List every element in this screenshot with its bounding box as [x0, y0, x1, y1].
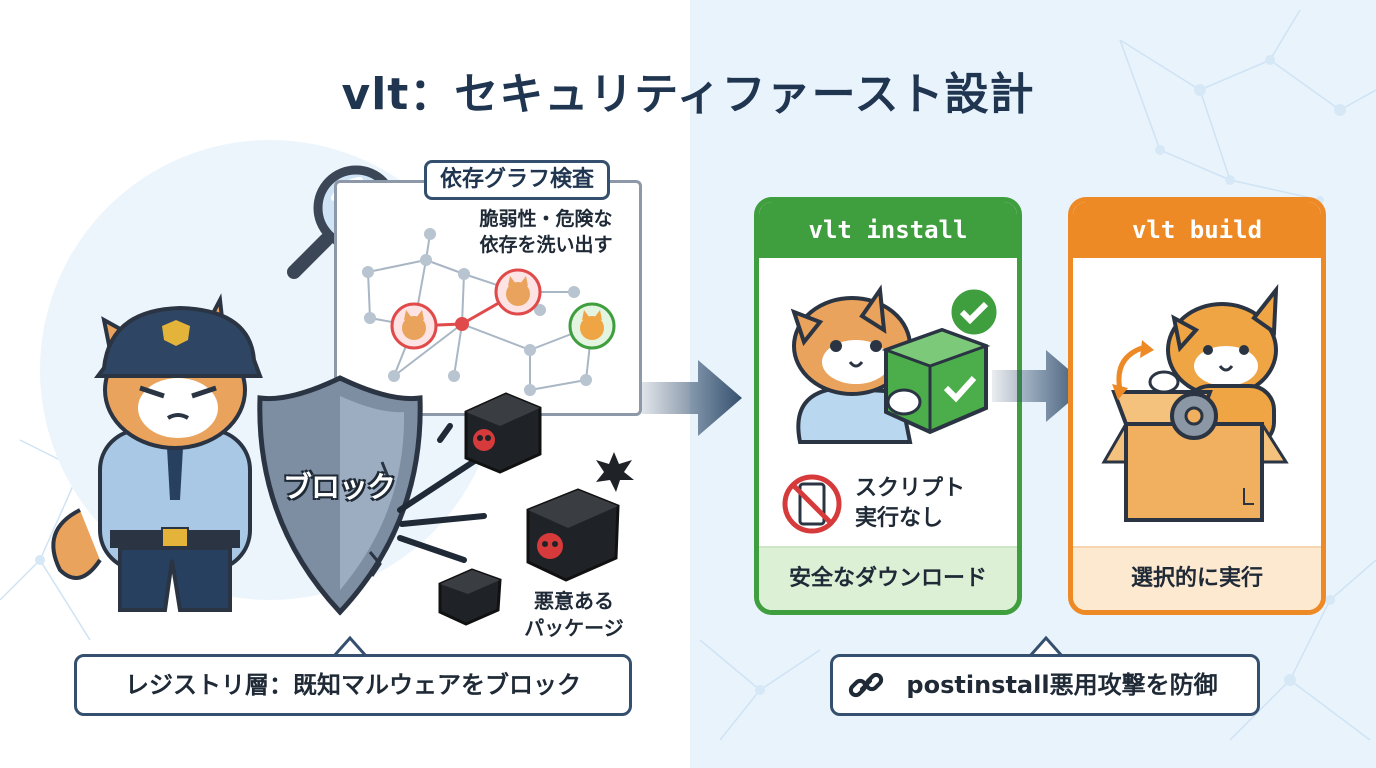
- malicious-package-label: 悪意ある パッケージ: [504, 588, 644, 642]
- gear-icon: [1170, 392, 1218, 440]
- shield: [257, 375, 423, 616]
- dependency-graph-note: 脆弱性・危険な 依存を洗い出す: [458, 206, 634, 258]
- registry-caption: レジストリ層：既知マルウェアをブロック: [74, 654, 632, 716]
- risky-node-cat-1: [390, 302, 438, 350]
- black-box-icon: [438, 568, 502, 626]
- burst-icon: [596, 452, 634, 492]
- no-script-label: スクリプト 実行なし: [855, 474, 965, 534]
- skull-box-icon: [464, 392, 542, 474]
- no-script-line1: スクリプト: [855, 476, 966, 501]
- arrow-icon: [642, 360, 742, 436]
- build-card-header: vlt build: [1073, 202, 1321, 258]
- install-card-footer: 安全なダウンロード: [759, 546, 1017, 610]
- safe-node-cat: [568, 302, 616, 350]
- graph-note-line2: 依存を洗い出す: [479, 234, 613, 256]
- build-card-footer: 選択的に実行: [1073, 546, 1321, 610]
- graph-note-line1: 脆弱性・危険な: [479, 208, 613, 230]
- dependency-graph-label: 依存グラフ検査: [424, 160, 610, 200]
- page-title: vlt：セキュリティファースト設計: [341, 69, 1035, 120]
- build-card: vlt build 選択的に実行: [1068, 197, 1326, 615]
- malicious-line2: パッケージ: [524, 616, 624, 640]
- malicious-line1: 悪意ある: [534, 589, 614, 613]
- build-cat-with-box: [1101, 283, 1289, 522]
- arrow-icon: [992, 350, 1088, 422]
- install-card-header: vlt install: [759, 202, 1017, 258]
- dependency-graph: [362, 228, 616, 396]
- no-script-line2: 実行なし: [855, 506, 944, 531]
- impact-lines: [397, 423, 487, 563]
- no-script-icon: [782, 474, 842, 534]
- chain-link-icon: [848, 672, 884, 698]
- postinstall-caption: postinstall悪用攻撃を防御: [830, 654, 1260, 716]
- risky-node-cat-2: [494, 268, 542, 316]
- shield-label: ブロック: [282, 470, 396, 504]
- police-cat: [51, 293, 263, 612]
- skull-box-icon: [526, 488, 620, 582]
- install-cat-with-box: [790, 284, 1000, 444]
- check-icon: [959, 301, 989, 325]
